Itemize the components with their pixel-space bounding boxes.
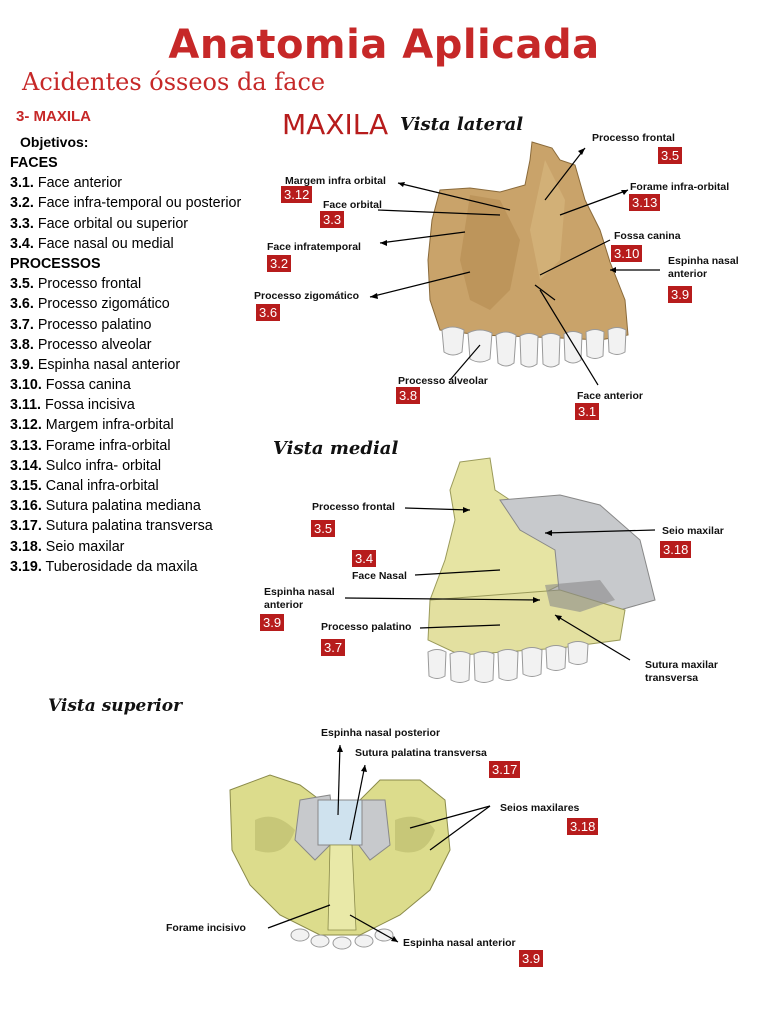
lateral-label-espinha: Espinha nasal — [668, 255, 739, 267]
medial-tag-palatino: 3.7 — [321, 639, 346, 656]
list-item: 3.15. Canal infra-orbital — [10, 478, 159, 494]
lateral-label-face-orbital: Face orbital — [323, 199, 382, 211]
lateral-tag-espinha: 3.9 — [668, 286, 693, 303]
list-item: 3.2. Face infra-temporal ou posterior — [10, 195, 242, 212]
medial-tag-nasal: 3.4 — [352, 550, 377, 567]
lateral-label-fossa: Fossa canina — [614, 230, 681, 242]
lateral-label-forame: Forame infra-orbital — [630, 181, 730, 193]
list-item: 3.12. Margem infra-orbital — [10, 417, 174, 434]
lateral-title-word: MAXILA — [282, 108, 389, 141]
list-item: 3.16. Sutura palatina mediana — [10, 498, 201, 515]
lateral-tag-face-anterior: 3.1 — [575, 403, 600, 420]
lateral-tag-forame: 3.13 — [629, 194, 661, 211]
list-item: 3.11. Fossa incisiva — [10, 397, 135, 414]
lateral-label-infratemporal: Face infratemporal — [267, 241, 361, 253]
medial-label-espinha: Espinha nasal — [264, 586, 335, 598]
page-subtitle: Acidentes ósseos da face — [22, 68, 326, 96]
lateral-title-script: Vista lateral — [400, 114, 524, 135]
objectives-list: FACES 3.1. Face anterior 3.2. Face infra… — [10, 153, 272, 577]
list-item: 3.10. Fossa canina — [10, 377, 131, 394]
list-item: 3.1. Face anterior — [10, 175, 123, 192]
superior-label-posterior: Espinha nasal posterior — [321, 727, 441, 739]
list-item: 3.4. Face nasal ou medial — [10, 235, 174, 252]
lateral-label-zigomatico: Processo zigomático — [254, 290, 360, 302]
lateral-tag-zigomatico: 3.6 — [256, 304, 281, 321]
medial-label-espinha-2: anterior — [264, 599, 304, 611]
list-item: PROCESSOS — [10, 255, 101, 272]
medial-title-script: Vista medial — [273, 438, 399, 459]
list-item: 3.14. Sulco infra- orbital — [10, 457, 162, 474]
list-item: FACES — [10, 155, 58, 171]
medial-tag-frontal: 3.5 — [311, 520, 336, 537]
page-title: Anatomia Aplicada — [168, 22, 600, 68]
superior-label-forame: Forame incisivo — [166, 922, 246, 934]
lateral-label-face-anterior: Face anterior — [577, 390, 643, 402]
superior-tag-espinha: 3.9 — [519, 950, 544, 967]
list-item: 3.19. Tuberosidade da maxila — [10, 558, 198, 575]
list-item: 3.6. Processo zigomático — [10, 296, 170, 313]
medial-label-sutura-2: transversa — [645, 672, 699, 684]
list-item: 3.7. Processo palatino — [10, 316, 152, 333]
lateral-tag-face-orbital: 3.3 — [320, 211, 345, 228]
lateral-tag-margem: 3.12 — [281, 186, 313, 203]
superior-title-script: Vista superior — [48, 696, 183, 716]
lateral-label-alveolar: Processo alveolar — [398, 375, 488, 387]
medial-label-nasal: Face Nasal — [352, 570, 407, 582]
list-item: 3.5. Processo frontal — [10, 276, 142, 293]
list-item: 3.9. Espinha nasal anterior — [10, 356, 181, 373]
superior-tag-seios: 3.18 — [567, 818, 599, 835]
list-item: 3.17. Sutura palatina transversa — [10, 518, 213, 535]
medial-label-seio: Seio maxilar — [662, 525, 724, 537]
superior-label-espinha: Espinha nasal anterior — [403, 937, 516, 949]
list-item: 3.18. Seio maxilar — [10, 538, 125, 555]
section-title: 3- MAXILA — [16, 108, 91, 125]
medial-label-sutura: Sutura maxilar — [645, 659, 718, 671]
list-item: 3.3. Face orbital ou superior — [10, 215, 189, 232]
objectives-label: Objetivos: — [20, 134, 89, 150]
lateral-label-espinha-2: anterior — [668, 268, 708, 280]
medial-tag-seio: 3.18 — [660, 541, 692, 558]
superior-tag-sutura: 3.17 — [489, 761, 521, 778]
superior-label-seios: Seios maxilares — [500, 802, 580, 814]
medial-tag-espinha: 3.9 — [260, 614, 285, 631]
lateral-label-frontal: Processo frontal — [592, 132, 675, 144]
lateral-tag-infratemporal: 3.2 — [267, 255, 292, 272]
lateral-tag-fossa: 3.10 — [611, 245, 643, 262]
lateral-tag-frontal: 3.5 — [658, 147, 683, 164]
lateral-tag-alveolar: 3.8 — [396, 387, 421, 404]
list-item: 3.8. Processo alveolar — [10, 336, 152, 353]
list-item: 3.13. Forame infra-orbital — [10, 437, 171, 454]
medial-label-palatino: Processo palatino — [321, 621, 412, 633]
medial-label-frontal: Processo frontal — [312, 501, 395, 513]
superior-label-sutura: Sutura palatina transversa — [355, 747, 487, 759]
lateral-label-margem: Margem infra orbital — [285, 175, 386, 187]
